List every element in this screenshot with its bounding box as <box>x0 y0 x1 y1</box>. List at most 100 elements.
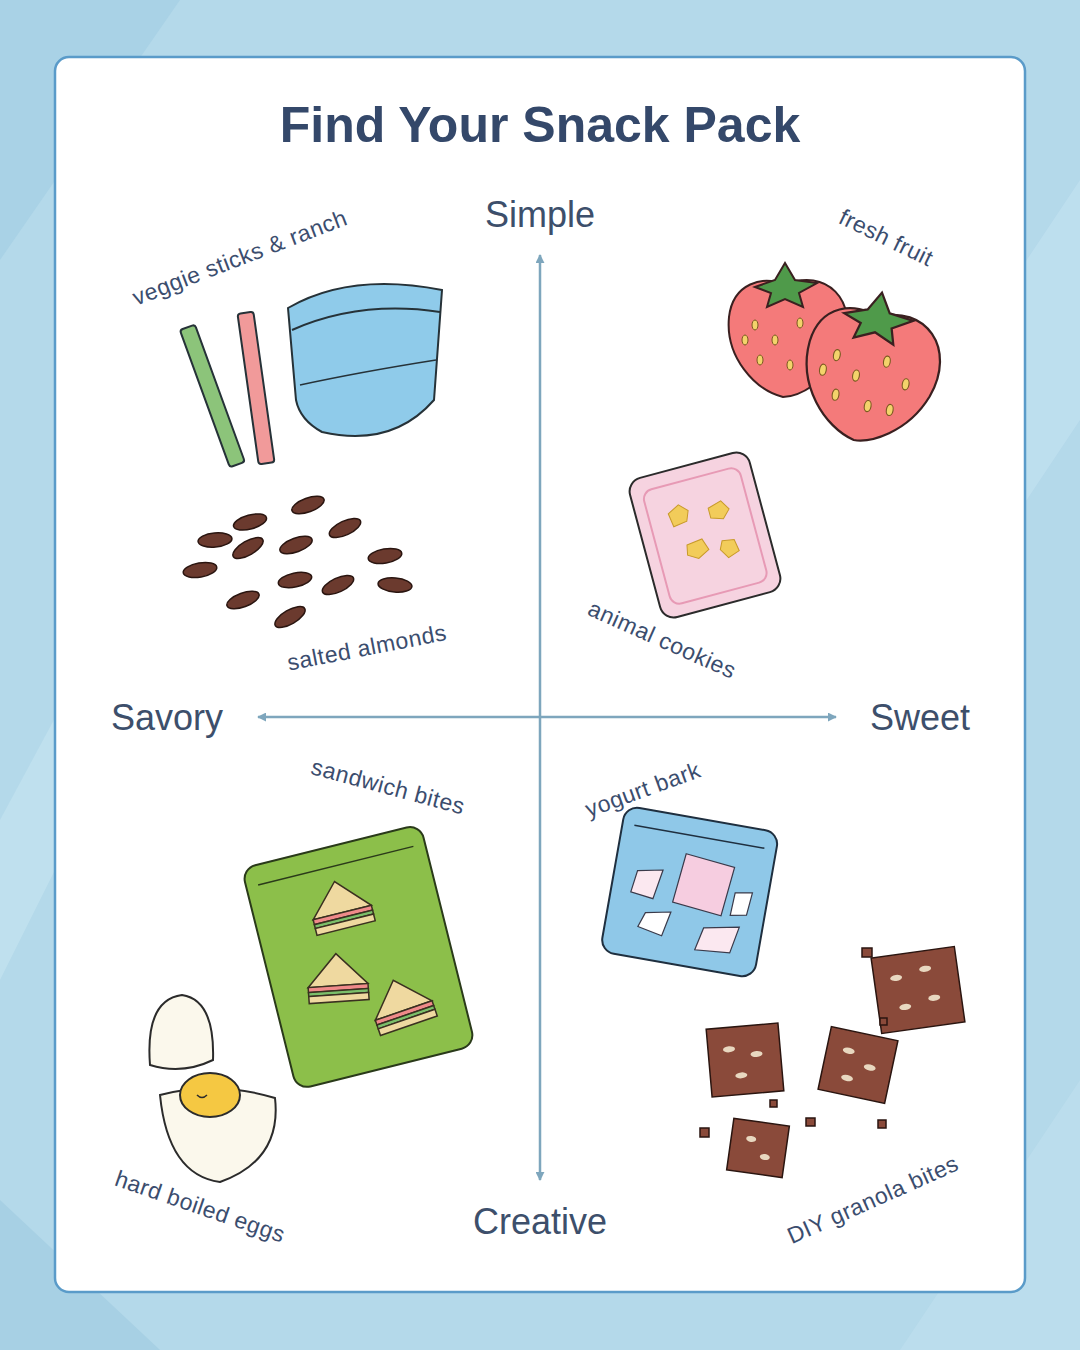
strawberries-drawing-part-part <box>814 345 913 418</box>
axis-label: Simple <box>485 195 595 235</box>
strawberries-drawing-part-part-part <box>883 356 892 368</box>
snack-label: animal cookies <box>584 596 740 684</box>
egg-drawing-part <box>180 1073 240 1117</box>
granola-drawing-part-part <box>723 1043 765 1079</box>
granola-drawing-part-part-part <box>919 965 932 973</box>
granola-drawing-part-part <box>818 1027 898 1104</box>
granola-drawing-part-part-part <box>890 974 903 982</box>
granola-drawing-part-part <box>806 1118 815 1126</box>
egg-drawing-part <box>149 995 213 1069</box>
axis-label: Sweet <box>870 698 970 738</box>
sandwich-bag-drawing-part-part-part <box>306 952 368 988</box>
yogurt-bark-drawing-part-part <box>630 865 663 899</box>
granola-drawing-part-part-part <box>723 1046 735 1053</box>
sandwich-bag-drawing-part <box>242 824 476 1090</box>
granola-drawing-part-part <box>878 1120 886 1128</box>
granola-drawing-part-part <box>871 947 965 1034</box>
almonds-drawing-part <box>320 571 357 598</box>
granola-drawing-part-part-part <box>735 1072 747 1079</box>
sandwich-bag-drawing-part <box>258 846 413 885</box>
strawberries-drawing-part-part-part <box>772 335 778 345</box>
strawberries-drawing-part <box>794 282 951 453</box>
almonds-drawing-part <box>277 570 313 591</box>
animal-cookies-drawing-part <box>642 466 769 606</box>
almonds-drawing-part <box>182 560 218 580</box>
animal-cookies-drawing <box>626 449 783 620</box>
strawberries-drawing-part-part-part <box>819 364 828 376</box>
almonds-drawing-part <box>278 533 315 558</box>
sandwich-bag-drawing-part-part <box>305 874 375 935</box>
strawberries-drawing-part-part <box>840 287 917 348</box>
snack-label: DIY granola bites <box>784 1151 963 1249</box>
strawberries-drawing-part-part-part <box>831 389 840 401</box>
strawberries-drawing-part-part-part <box>797 318 803 328</box>
axis-label: Creative <box>473 1202 607 1242</box>
granola-drawing-part <box>700 948 887 1137</box>
granola-drawing-part-part-part <box>746 1135 757 1142</box>
strawberries-drawing-part-part-part <box>885 404 894 416</box>
axis-label: Savory <box>111 698 223 738</box>
granola-drawing-part-part-part <box>863 1063 876 1071</box>
granola-drawing-part-part <box>744 1135 773 1160</box>
snack-label: yogurt bark <box>582 757 704 822</box>
granola-drawing-part-part <box>880 1018 887 1025</box>
granola-drawing-part <box>706 1023 784 1097</box>
yogurt-bark-drawing-part <box>634 825 764 848</box>
sandwich-bag-drawing-part-part <box>365 971 437 1036</box>
granola-drawing-part <box>818 1027 898 1104</box>
sandwich-bag-drawing-part-part <box>306 952 369 1004</box>
animal-cookies-drawing-part <box>626 449 783 620</box>
snack-label: veggie sticks & ranch <box>129 205 351 310</box>
granola-drawing-part-part <box>837 1047 879 1087</box>
almonds-drawing-part <box>197 532 232 549</box>
strawberries-drawing-part-part-part <box>852 369 861 381</box>
strawberries-drawing <box>729 263 951 453</box>
granola-drawing-part-part-part <box>841 1074 854 1082</box>
strawberries-drawing-part-part-part <box>742 335 748 345</box>
axes-part <box>258 716 836 719</box>
granola-drawing-part-part <box>727 1118 790 1177</box>
strawberries-drawing-part-part <box>755 263 817 307</box>
snack-label: hard boiled eggs <box>112 1166 289 1248</box>
yogurt-bark-drawing-part-part <box>637 907 671 937</box>
yogurt-bark-drawing-part-part <box>695 920 740 956</box>
animal-cookies-drawing-part-part <box>707 499 731 522</box>
granola-drawing-part-part <box>770 1100 777 1107</box>
sandwich-bag-drawing-part-part-part <box>378 1009 437 1035</box>
almonds-drawing-part <box>290 493 327 518</box>
yogurt-bark-drawing-part-part <box>672 853 736 917</box>
granola-drawing-part <box>871 947 965 1034</box>
granola-drawing-part-part <box>862 948 872 957</box>
granola-drawing-part-part-part <box>899 1003 912 1011</box>
granola-drawing <box>700 947 965 1178</box>
strawberries-drawing-part-part-part <box>757 355 763 365</box>
animal-cookies-drawing-part-part <box>667 503 691 527</box>
granola-drawing-part-part <box>706 1023 784 1097</box>
almonds-drawing-part <box>225 588 262 613</box>
veggie-sticks-drawing <box>180 284 442 467</box>
animal-cookies-drawing-part <box>667 492 742 569</box>
egg-drawing-part <box>197 1095 207 1098</box>
strawberries-drawing-part-part-part <box>752 320 758 330</box>
granola-drawing-part-part-part <box>842 1047 855 1055</box>
snack-label: sandwich bites <box>308 754 467 819</box>
yogurt-bark-drawing-part <box>600 806 779 979</box>
sandwich-bag-drawing-part-part-part <box>315 914 375 935</box>
yogurt-bark-drawing-part-part <box>730 890 752 919</box>
almonds-drawing <box>182 493 413 632</box>
granola-drawing-part-part-part <box>759 1153 770 1160</box>
strawberries-drawing-part-part-part <box>787 360 793 370</box>
animal-cookies-drawing-part-part <box>685 538 711 561</box>
almonds-drawing-part <box>377 577 412 594</box>
title: Find Your Snack Pack <box>280 98 801 153</box>
almonds-drawing-part <box>230 533 266 562</box>
almonds-drawing-part <box>367 546 403 566</box>
almonds-drawing-part <box>327 514 364 541</box>
granola-drawing-part <box>727 1118 790 1177</box>
card <box>55 57 1025 1292</box>
sandwich-bag-drawing-part <box>282 865 438 1050</box>
egg-drawing <box>149 995 275 1182</box>
